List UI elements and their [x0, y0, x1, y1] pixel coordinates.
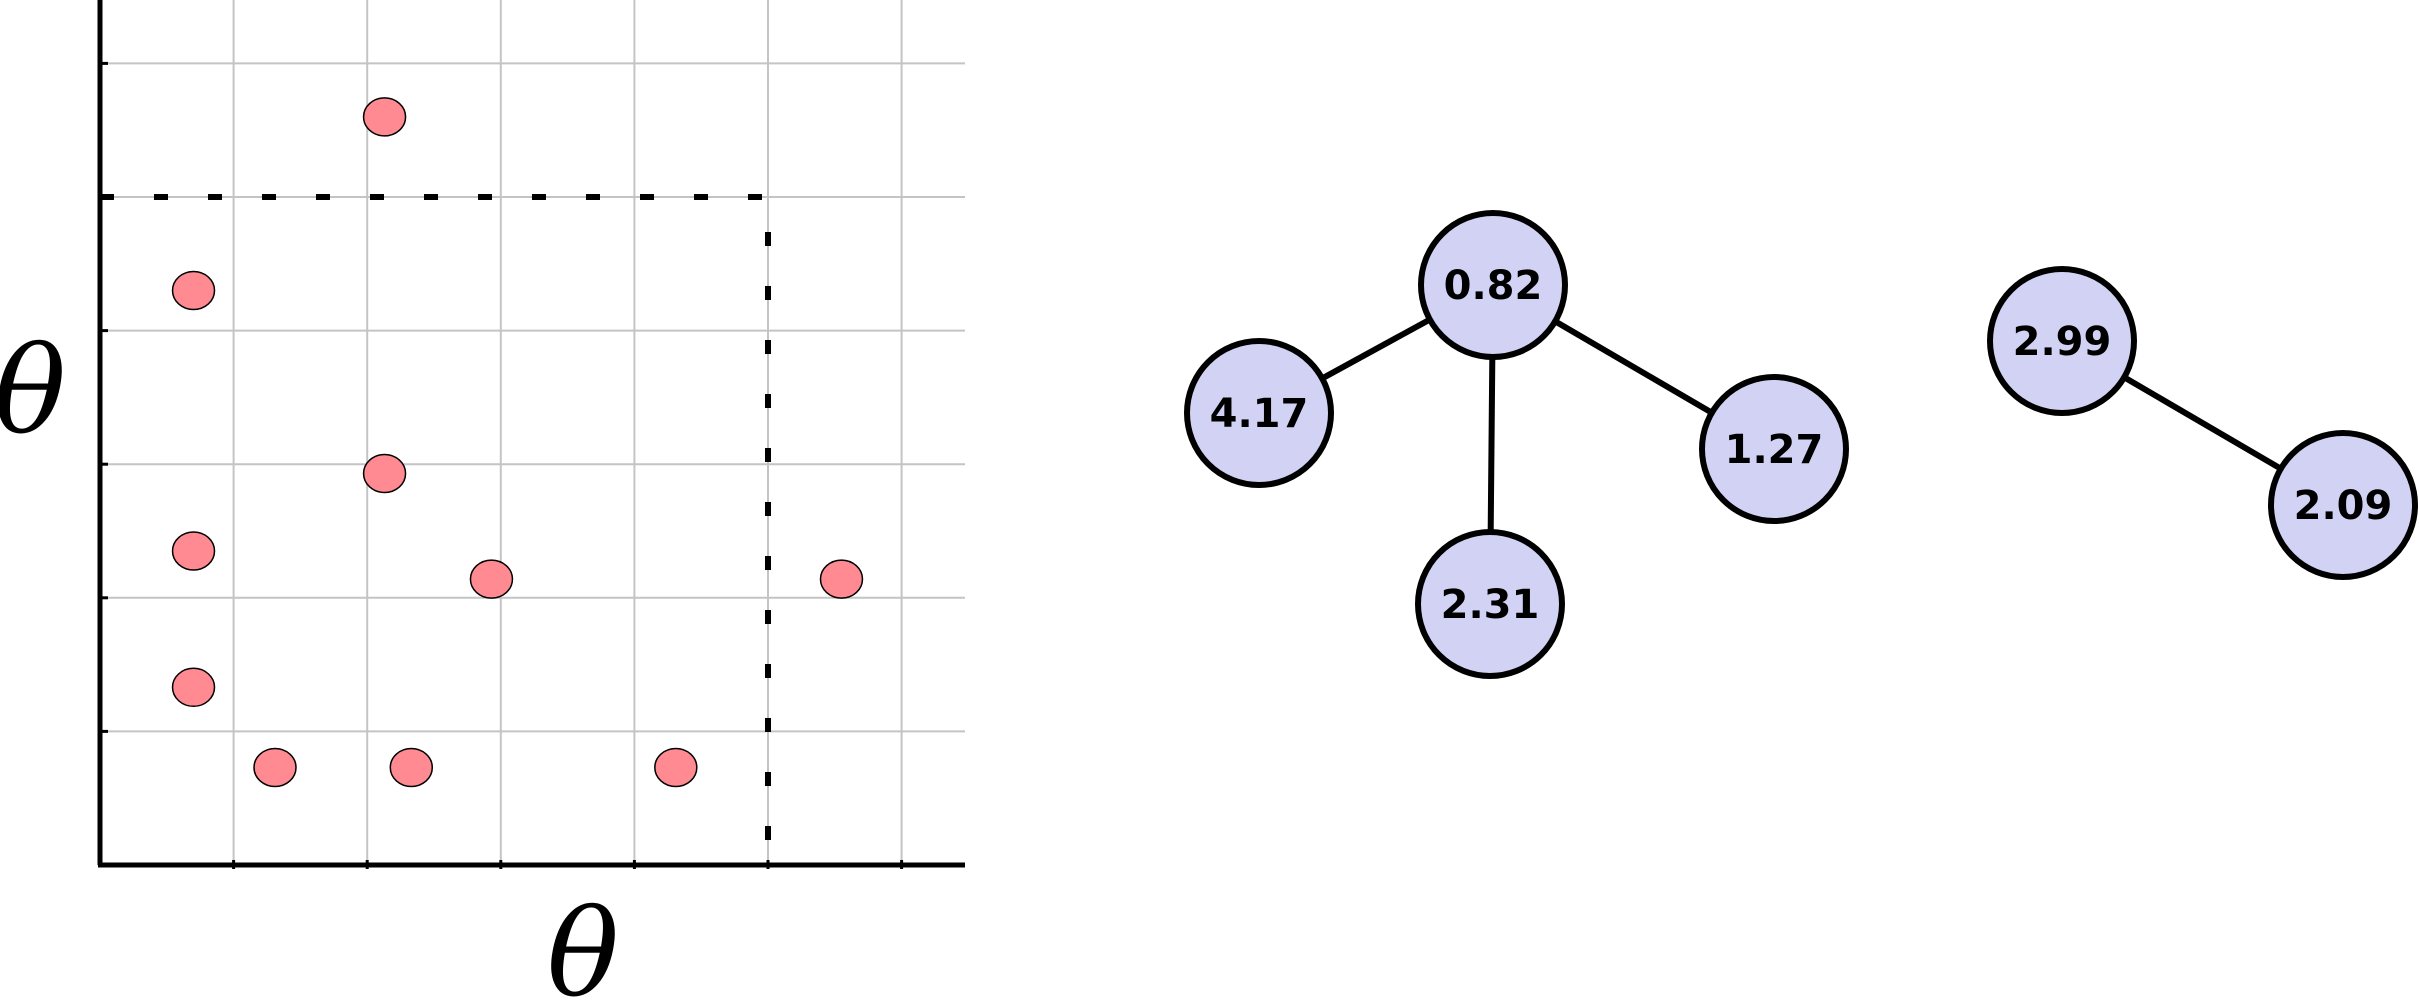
- graph-node: 0.82: [1418, 210, 1568, 360]
- graph-node-circle: [1415, 529, 1565, 679]
- graph-node-label: 1.27: [1725, 427, 1824, 473]
- graph-node-label: 2.99: [2013, 319, 2112, 365]
- scatter-point: [171, 270, 216, 311]
- graph-node: 1.27: [1699, 374, 1849, 524]
- graph-nodes: 0.82 4.17 1.27 2.31 2.99 2.09: [1184, 210, 2418, 679]
- tree-graph: 0.82 4.17 1.27 2.31 2.99 2.09: [1184, 210, 2418, 679]
- y-axis-label: θ: [0, 322, 66, 461]
- graph-node-circle: [1699, 374, 1849, 524]
- graph-node-label: 2.09: [2294, 483, 2393, 529]
- graph-node-label: 2.31: [1441, 582, 1540, 628]
- scatter-point: [171, 531, 216, 571]
- graph-node-circle: [1418, 210, 1568, 360]
- scatter-point: [819, 559, 864, 599]
- threshold-lines: [100, 194, 771, 865]
- graph-node: 4.17: [1184, 338, 1334, 488]
- x-axis-label: θ: [547, 885, 619, 1004]
- graph-node: 2.99: [1987, 266, 2137, 416]
- scatter-point: [654, 747, 698, 788]
- scatter-plot: θ θ: [0, 0, 965, 1004]
- scatter-point: [362, 97, 407, 137]
- scatter-point: [362, 453, 407, 494]
- scatter-point: [253, 747, 297, 788]
- scatter-point: [389, 747, 434, 788]
- graph-node-circle: [2268, 430, 2418, 580]
- graph-node: 2.09: [2268, 430, 2418, 580]
- graph-node: 2.31: [1415, 529, 1565, 679]
- axes: [97, 0, 965, 868]
- axis-ticks: [98, 61, 904, 869]
- scatter-points: [171, 97, 864, 788]
- graph-node-circle: [1987, 266, 2137, 416]
- graph-node-label: 0.82: [1444, 263, 1543, 309]
- grid: [100, 0, 965, 865]
- graph-node-circle: [1184, 338, 1334, 488]
- scatter-point: [469, 559, 514, 599]
- graph-node-label: 4.17: [1210, 391, 1309, 437]
- scatter-point: [171, 667, 216, 708]
